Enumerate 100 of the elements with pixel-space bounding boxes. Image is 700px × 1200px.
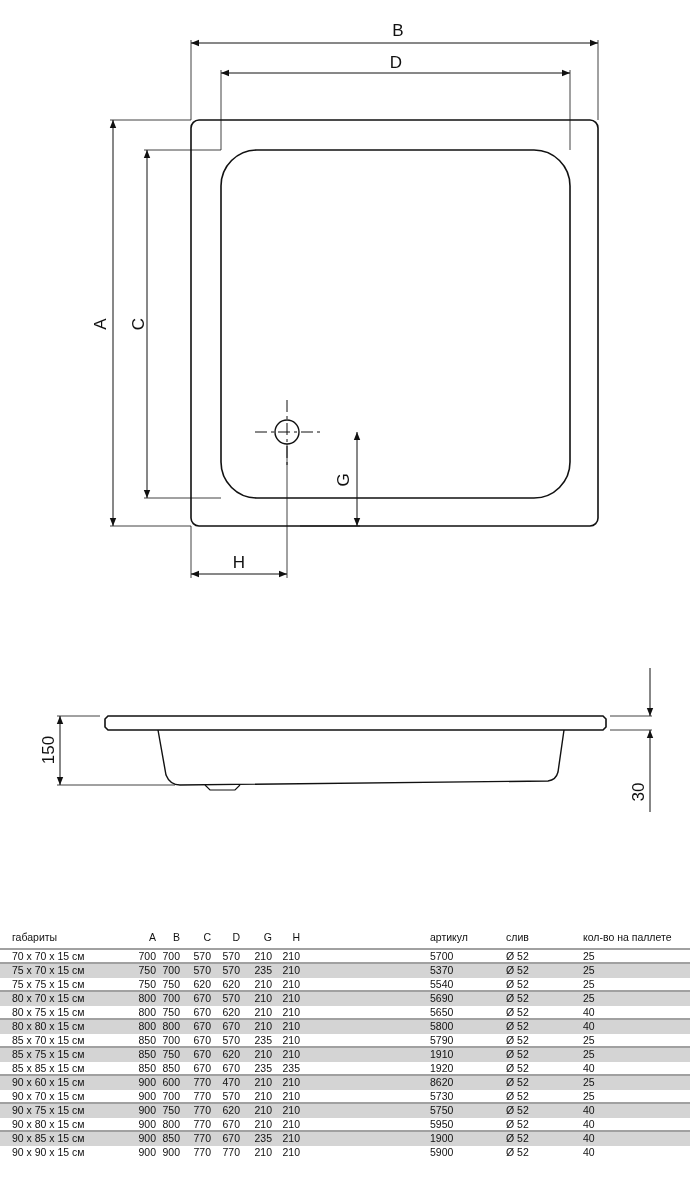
table-value: 210 (282, 993, 300, 1004)
table-value: Ø 52 (506, 1119, 529, 1130)
table-value: 670 (222, 1063, 240, 1074)
table-value: 800 (138, 1007, 156, 1018)
table-value: Ø 52 (506, 993, 529, 1004)
table-value: 40 (583, 1147, 595, 1158)
column-header: габариты (12, 932, 58, 943)
column-header: B (173, 932, 180, 943)
table-value: 850 (138, 1049, 156, 1060)
table-value: 1920 (430, 1063, 454, 1074)
table-value: 210 (254, 1077, 272, 1088)
table-value: 620 (222, 1049, 240, 1060)
size-label: 90 x 80 x 15 см (12, 1119, 85, 1130)
table-value: 40 (583, 1021, 595, 1032)
table-value: 210 (282, 1021, 300, 1032)
table-value: 620 (222, 979, 240, 990)
table-value: 210 (254, 1119, 272, 1130)
table-value: 210 (254, 1021, 272, 1032)
table-value: 570 (222, 1035, 240, 1046)
table-value: Ø 52 (506, 1077, 529, 1088)
table-value: 25 (583, 993, 595, 1004)
table-value: 25 (583, 965, 595, 976)
table-value: 700 (162, 951, 180, 962)
table-value: 210 (282, 979, 300, 990)
table-value: 850 (162, 1063, 180, 1074)
table-value: 40 (583, 1007, 595, 1018)
table-value: Ø 52 (506, 1133, 529, 1144)
column-header: G (263, 932, 272, 943)
table-value: 800 (162, 1021, 180, 1032)
table-value: 235 (254, 1133, 272, 1144)
table-value: 25 (583, 951, 595, 962)
table-value: 5750 (430, 1105, 454, 1116)
table-value: 5790 (430, 1035, 454, 1046)
table-value: 235 (254, 1035, 272, 1046)
table-value: 750 (162, 1049, 180, 1060)
table-value: 210 (254, 993, 272, 1004)
size-label: 70 x 70 x 15 см (12, 951, 85, 962)
table-value: 5370 (430, 965, 454, 976)
size-label: 80 x 80 x 15 см (12, 1021, 85, 1032)
table-value: 850 (138, 1063, 156, 1074)
table-value: 25 (583, 1049, 595, 1060)
table-value: 210 (254, 1091, 272, 1102)
dimension-label: C (129, 317, 147, 331)
dimension-label: D (389, 54, 403, 71)
column-header: C (203, 932, 211, 943)
table-value: 670 (193, 1007, 211, 1018)
dimension-label: H (232, 554, 246, 571)
table-value: 25 (583, 979, 595, 990)
table-value: 25 (583, 1035, 595, 1046)
table-value: 670 (193, 1063, 211, 1074)
dimension-label: A (91, 318, 109, 330)
table-value: 25 (583, 1091, 595, 1102)
table-value: 620 (222, 1105, 240, 1116)
table-value: 5540 (430, 979, 454, 990)
size-label: 75 x 70 x 15 см (12, 965, 85, 976)
table-value: 1910 (430, 1049, 454, 1060)
table-value: 40 (583, 1105, 595, 1116)
table-value: 900 (162, 1147, 180, 1158)
table-value: 5700 (430, 951, 454, 962)
table-value: 210 (282, 965, 300, 976)
table-value: Ø 52 (506, 979, 529, 990)
column-header: A (149, 932, 156, 943)
table-value: 900 (138, 1105, 156, 1116)
table-value: 25 (583, 1077, 595, 1088)
size-label: 90 x 90 x 15 см (12, 1147, 85, 1158)
column-header: D (232, 932, 240, 943)
table-value: 850 (162, 1133, 180, 1144)
table-value: 750 (138, 965, 156, 976)
table-value: 600 (162, 1077, 180, 1088)
table-value: 235 (282, 1063, 300, 1074)
dimension-label: 150 (39, 735, 57, 765)
table-value: 770 (193, 1133, 211, 1144)
size-label: 90 x 75 x 15 см (12, 1105, 85, 1116)
table-value: 210 (282, 1049, 300, 1060)
table-value: 700 (162, 965, 180, 976)
table-value: 470 (222, 1077, 240, 1088)
table-value: 770 (193, 1105, 211, 1116)
table-value: Ø 52 (506, 965, 529, 976)
table-value: 210 (254, 1105, 272, 1116)
table-value: 750 (138, 979, 156, 990)
table-value: 700 (162, 1035, 180, 1046)
table-value: 210 (282, 951, 300, 962)
table-value: 900 (138, 1119, 156, 1130)
column-header: кол-во на паллете (583, 932, 672, 943)
table-value: 900 (138, 1091, 156, 1102)
table-value: 670 (193, 1049, 211, 1060)
table-value: 700 (138, 951, 156, 962)
table-value: 210 (254, 1147, 272, 1158)
table-value: 900 (138, 1133, 156, 1144)
table-value: 670 (193, 1021, 211, 1032)
table-value: 40 (583, 1063, 595, 1074)
table-value: 670 (193, 1035, 211, 1046)
table-value: 750 (162, 1007, 180, 1018)
table-value: 5650 (430, 1007, 454, 1018)
table-value: 210 (282, 1091, 300, 1102)
size-label: 75 x 75 x 15 см (12, 979, 85, 990)
table-value: 570 (222, 993, 240, 1004)
table-value: 8620 (430, 1077, 454, 1088)
table-value: 210 (282, 1077, 300, 1088)
table-value: 750 (162, 1105, 180, 1116)
